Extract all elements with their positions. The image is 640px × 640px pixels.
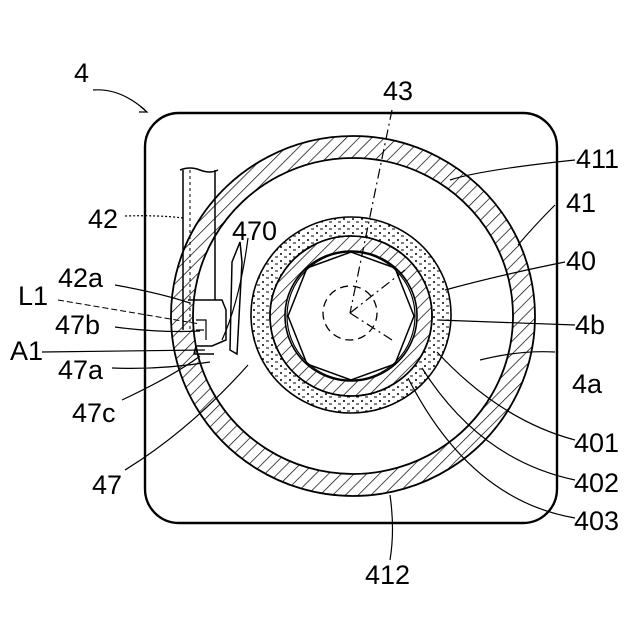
label-412: 412 (365, 560, 410, 590)
label-41: 41 (566, 188, 596, 218)
label-42: 42 (88, 204, 118, 234)
housing-outline (145, 113, 557, 523)
label-401: 401 (574, 428, 619, 458)
label-411: 411 (576, 144, 619, 174)
label-47a: 47a (58, 355, 104, 385)
axis-branch-1 (350, 270, 405, 313)
label-42a: 42a (58, 263, 104, 293)
label-47c: 47c (72, 398, 116, 428)
label-403: 403 (574, 506, 619, 536)
label-L1: L1 (18, 281, 48, 311)
cartridge-core (288, 252, 414, 380)
label-4: 4 (74, 58, 89, 88)
cartridge-hatched-ring (270, 236, 432, 396)
label-4b: 4b (575, 310, 605, 340)
label-47: 47 (92, 470, 122, 500)
label-470: 470 (232, 216, 277, 246)
label-43: 43 (383, 76, 413, 106)
label-4a: 4a (572, 369, 603, 399)
label-A1: A1 (10, 336, 43, 366)
label-47b: 47b (55, 310, 100, 340)
label-402: 402 (574, 468, 619, 498)
label-40: 40 (566, 246, 596, 276)
axis-branch-2 (350, 313, 392, 340)
